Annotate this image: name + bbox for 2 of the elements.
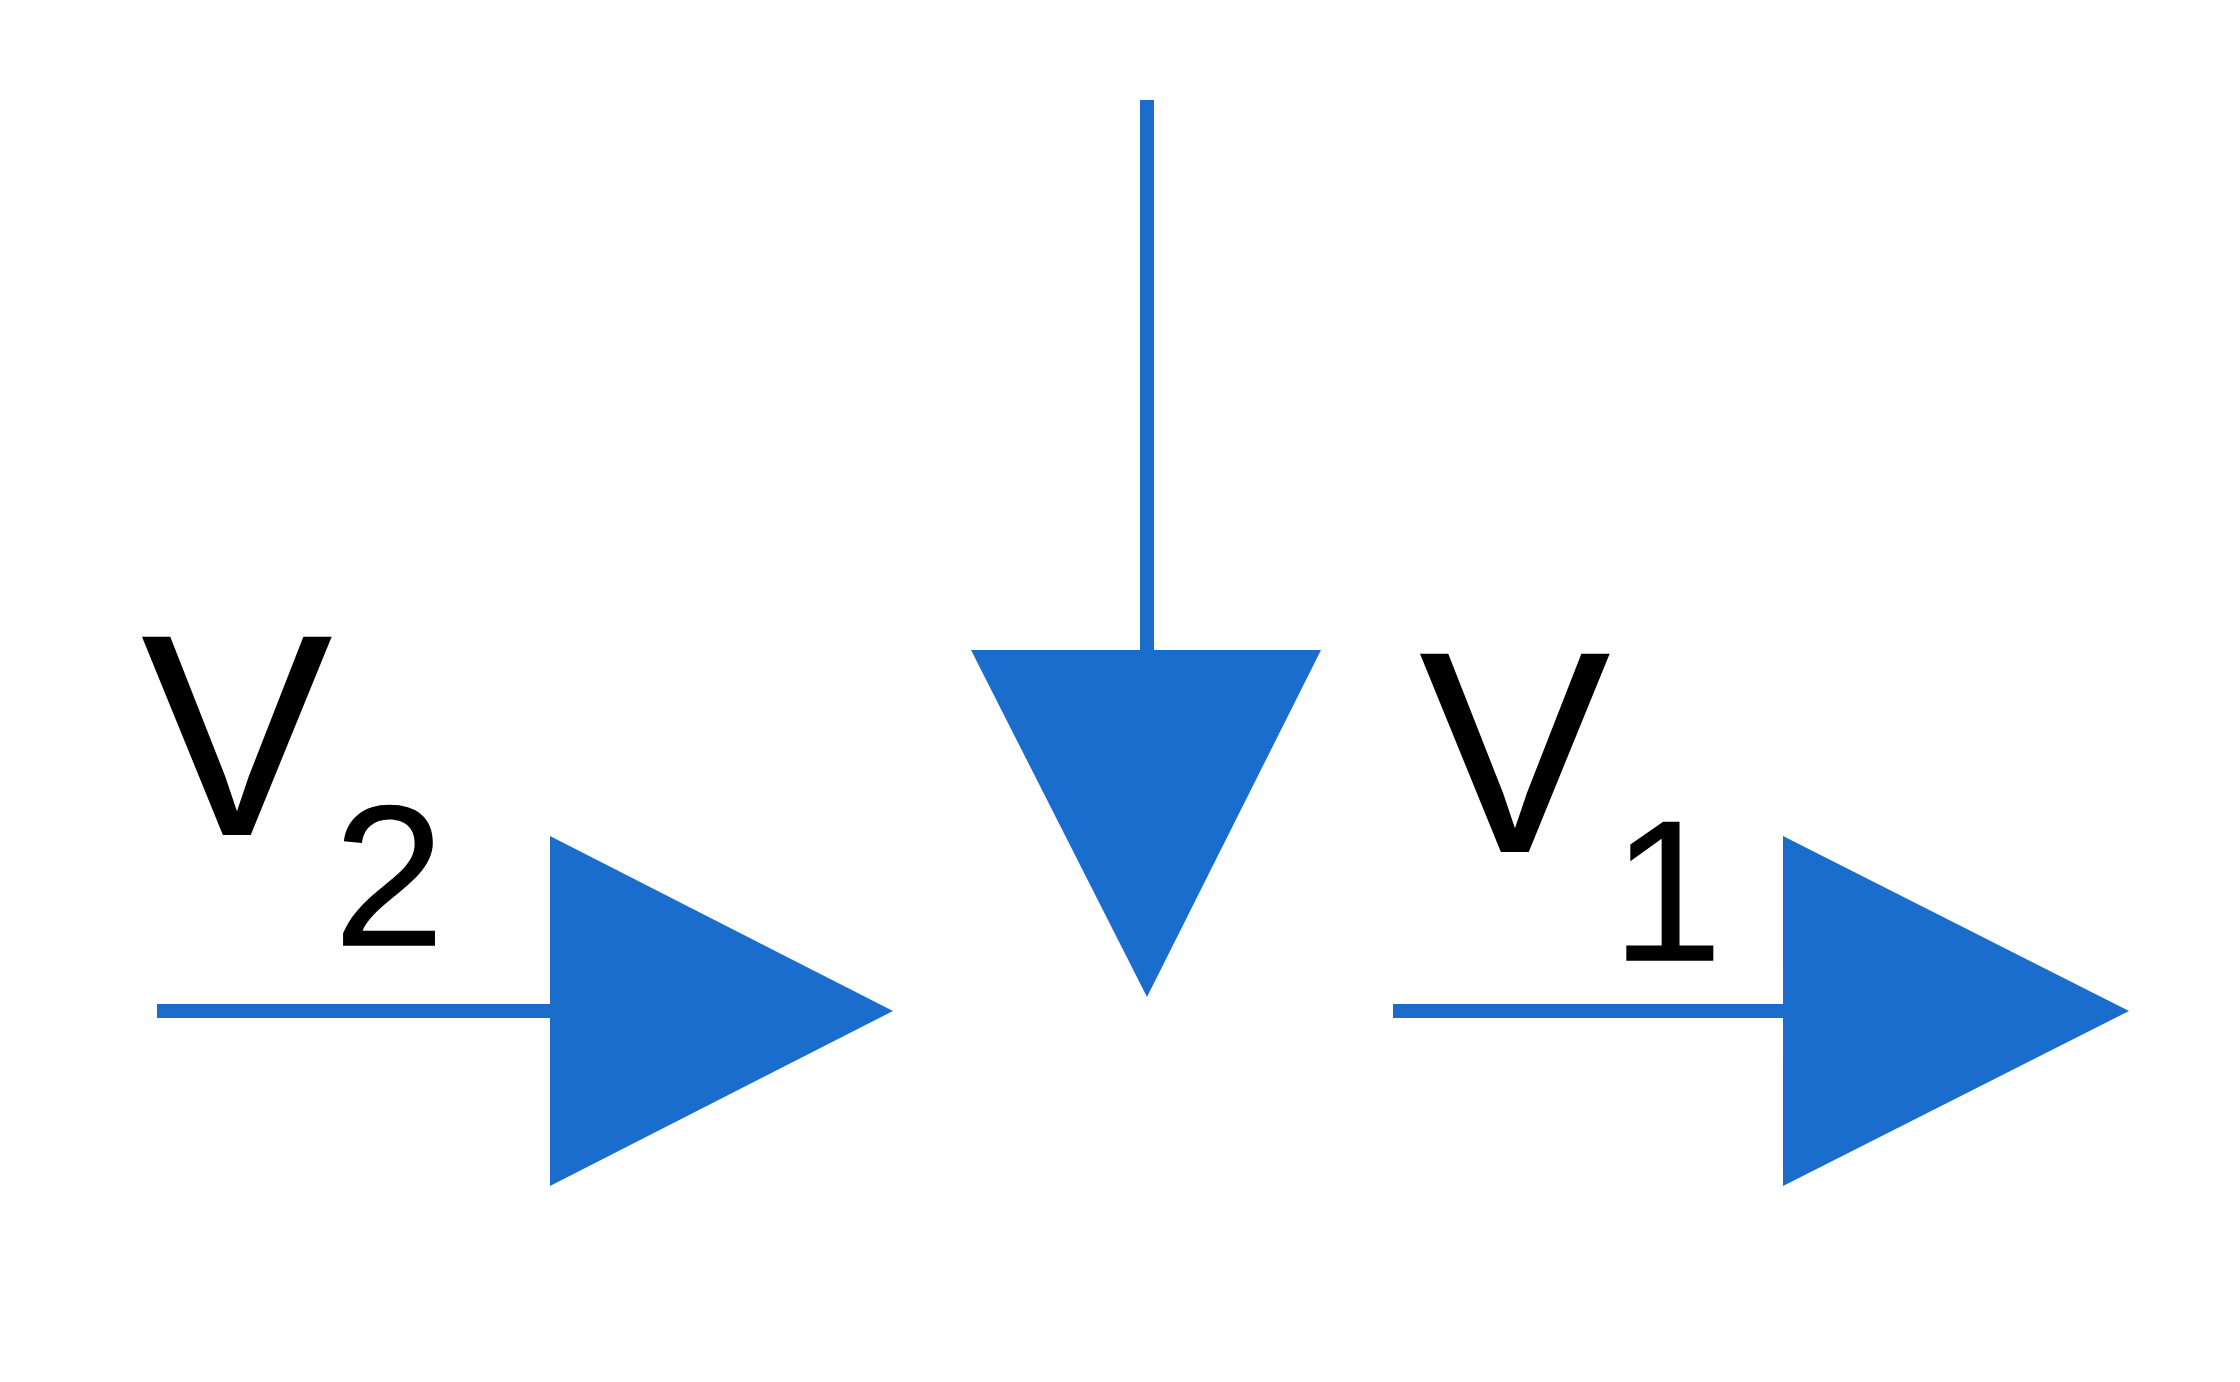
velocity-label: V$_{1}$: [1420, 653, 1714, 961]
velocity-label: V$_{2}$: [142, 636, 435, 946]
